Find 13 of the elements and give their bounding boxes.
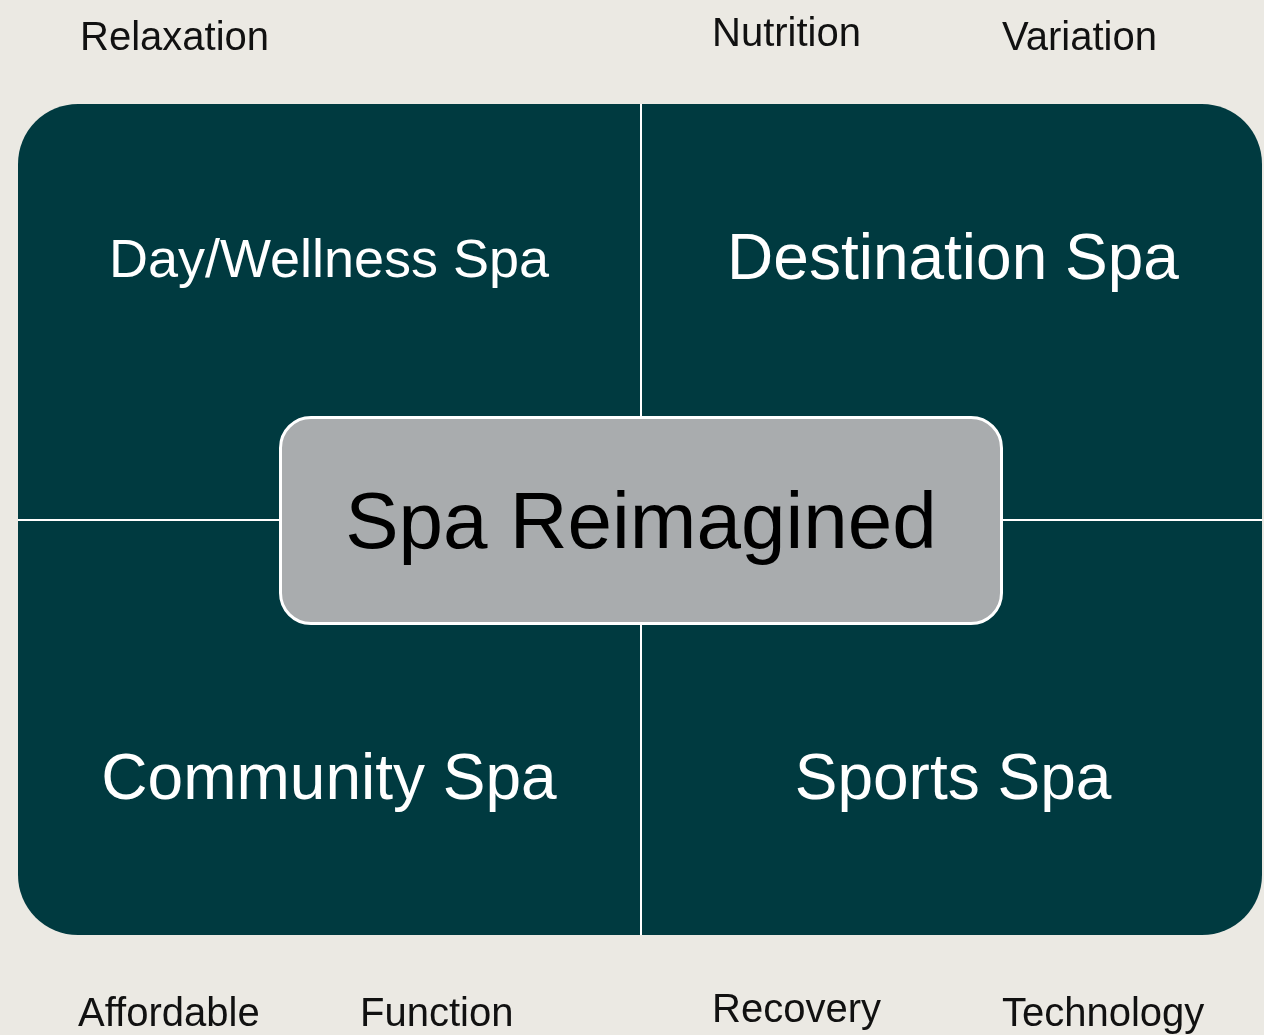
keyword-label: Function (360, 992, 514, 1032)
quadrant-title: Sports Spa (794, 741, 1112, 815)
center-title: Spa Reimagined (345, 474, 937, 567)
quadrant-title: Community Spa (101, 741, 557, 815)
keyword-label: Recovery (712, 988, 881, 1028)
quadrant-title: Day/Wellness Spa (108, 226, 550, 290)
keyword-label: Relaxation (80, 16, 269, 56)
center-box (279, 416, 1003, 625)
keyword-label: Affordable (78, 992, 260, 1032)
quadrant-title: Destination Spa (727, 221, 1179, 295)
keyword-label: Nutrition (712, 12, 861, 52)
keyword-label: Technology (1002, 992, 1205, 1032)
keyword-label: Variation (1002, 16, 1157, 56)
